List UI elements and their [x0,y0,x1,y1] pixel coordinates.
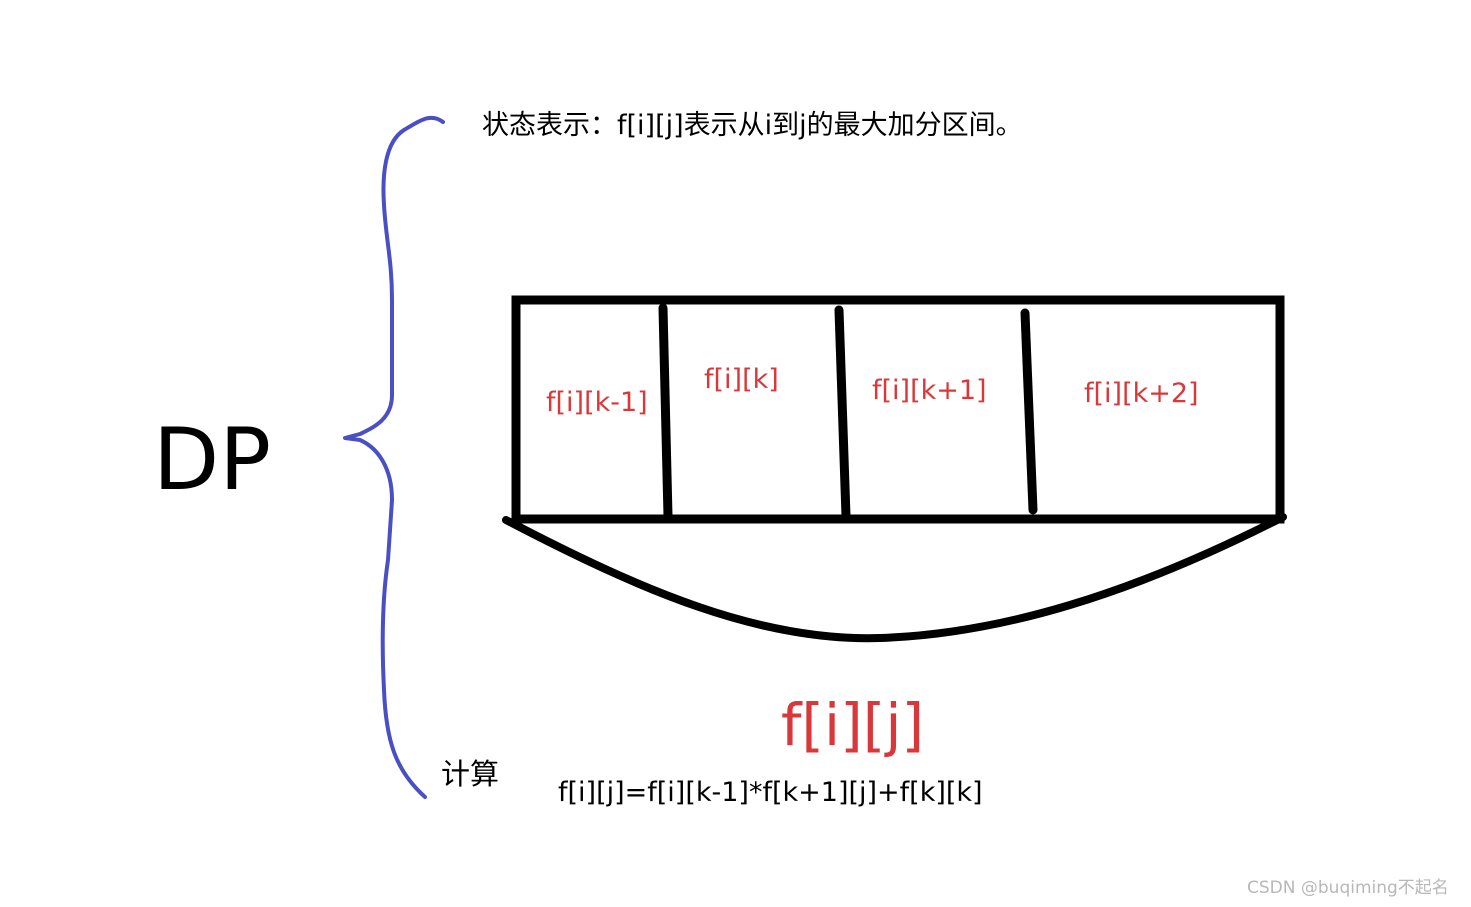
state-description: 状态表示：f[i][j]表示从i到j的最大加分区间。 [482,110,1023,141]
watermark: CSDN @buqiming不起名 [1247,878,1449,898]
range-arc [502,513,1287,643]
cell-label-k-plus-1: f[i][k+1] [872,375,987,406]
cell-label-k: f[i][k] [704,364,779,395]
dp-label: DP [153,410,271,510]
cell-divider-1 [658,303,673,521]
compute-label: 计算 [441,757,499,791]
cell-label-k-minus-1: f[i][k-1] [546,387,648,418]
result-label: f[i][j] [781,691,924,759]
interval-box [511,295,1285,524]
cell-divider-2 [834,305,851,521]
curly-brace [343,115,445,799]
cell-divider-3 [1020,308,1038,515]
formula: f[i][j]=f[i][k-1]*f[k+1][j]+f[k][k] [558,777,983,808]
cell-label-k-plus-2: f[i][k+2] [1084,378,1199,409]
